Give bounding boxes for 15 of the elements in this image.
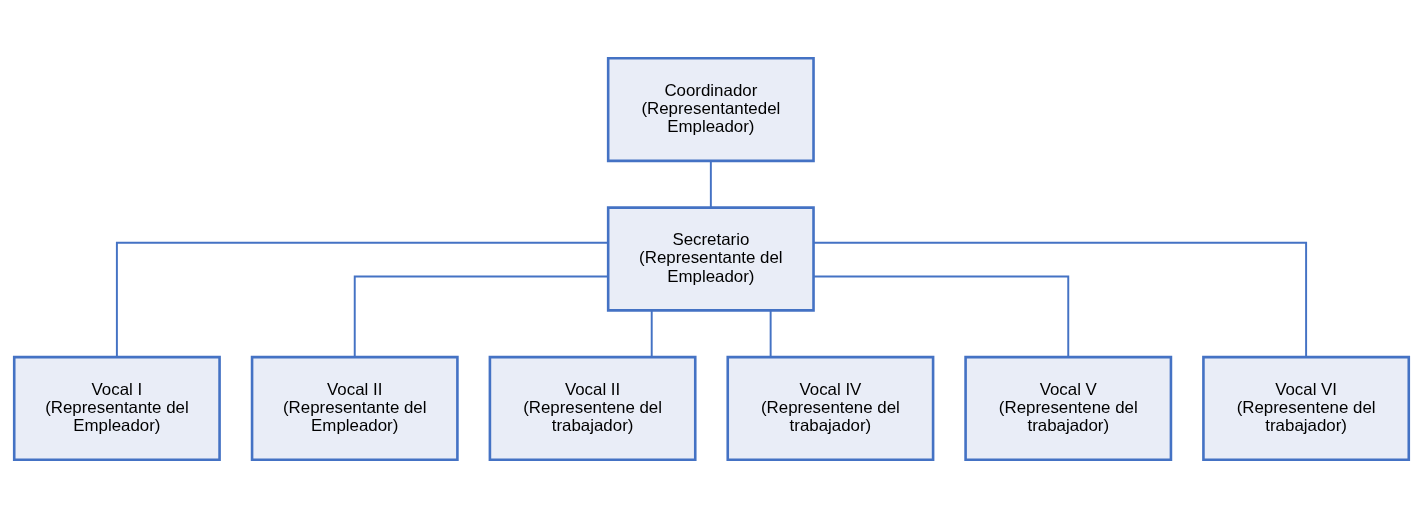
connector [353, 275, 609, 359]
connector [650, 309, 653, 358]
node-box: Secretario (Representante del Empleador) [606, 206, 815, 312]
node-box: Vocal V (Representene del trabajador) [964, 355, 1173, 462]
node-box: Vocal II (Representante del Empleador) [250, 355, 459, 462]
node-box: Vocal VI (Representene del trabajador) [1202, 355, 1411, 462]
connector [812, 241, 1308, 358]
connector [769, 309, 772, 358]
node-box: Vocal IV (Representene del trabajador) [726, 355, 935, 462]
connector [115, 241, 610, 358]
connector [812, 275, 1070, 359]
connector [709, 160, 712, 209]
node-box: Vocal I (Representante del Empleador) [12, 355, 221, 462]
node-box: Vocal II (Representene del trabajador) [488, 355, 697, 462]
node-box: Coordinador (Representantedel Empleador) [606, 56, 815, 163]
